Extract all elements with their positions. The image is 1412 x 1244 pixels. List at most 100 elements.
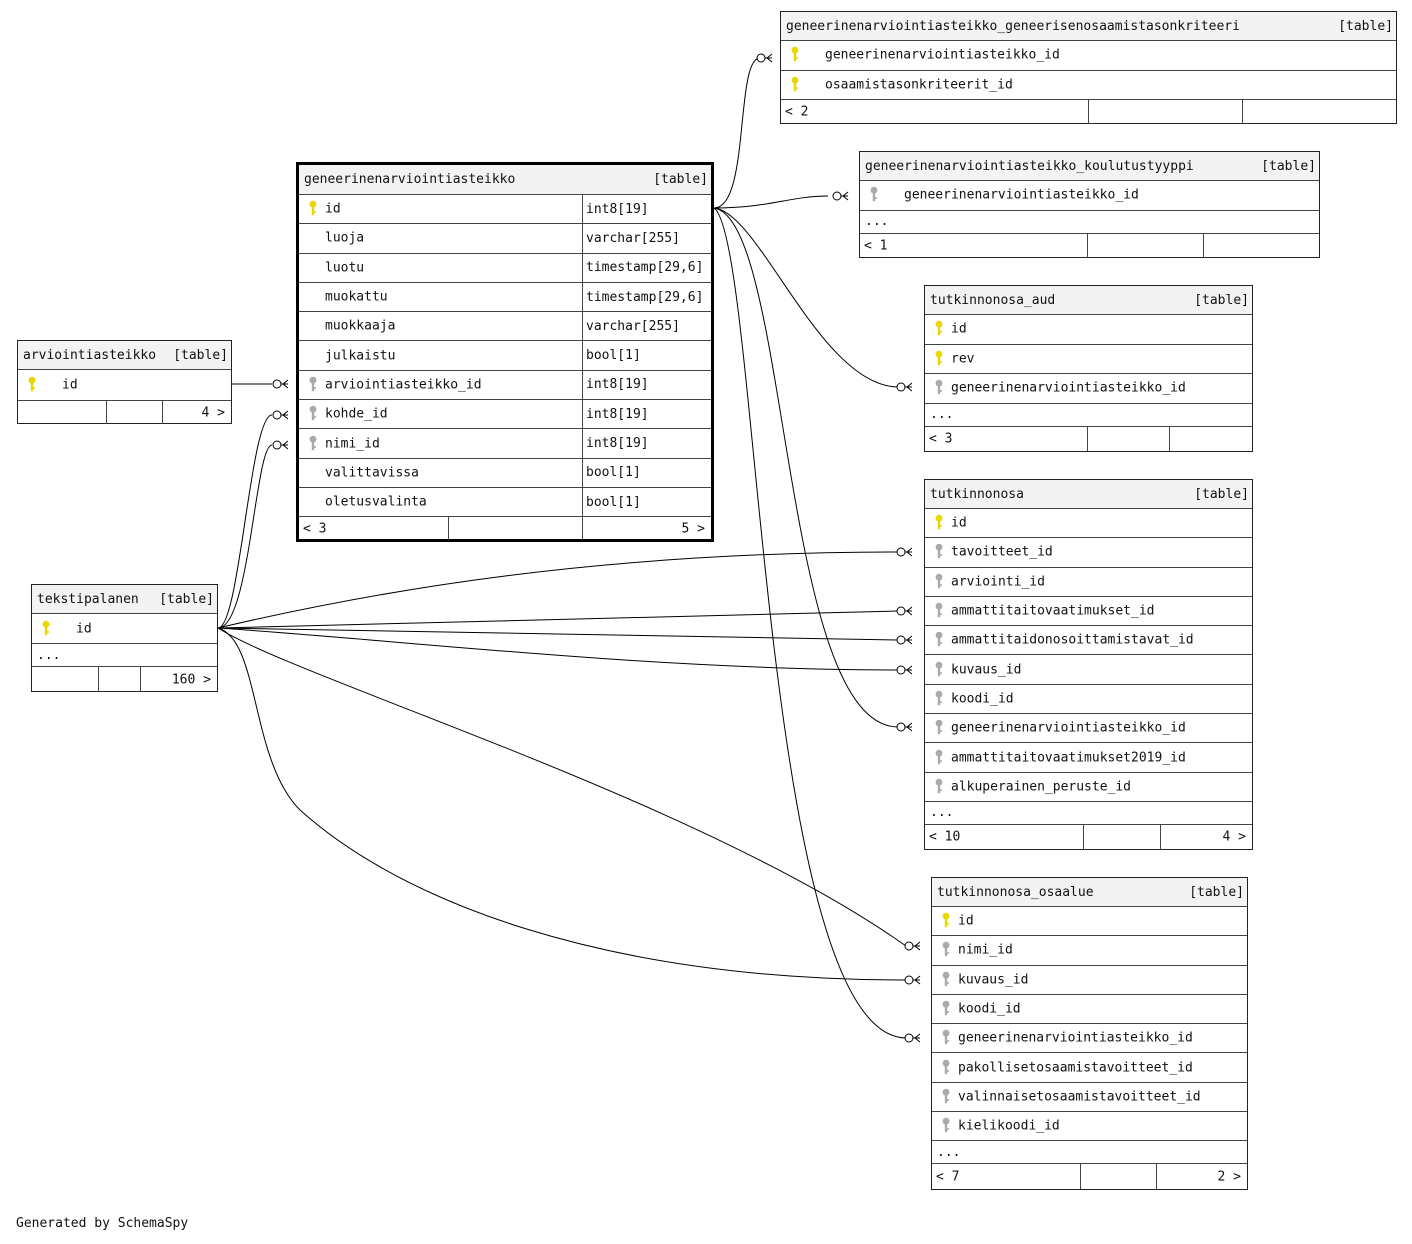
column-row[interactable]: geneerinenarviointiasteikko_id xyxy=(781,41,1396,71)
parent-count-link[interactable]: < 7 xyxy=(936,1169,960,1185)
relationship-line xyxy=(713,207,899,728)
more-columns-ellipsis[interactable]: ... xyxy=(925,404,1252,427)
column-row[interactable]: nimi_id xyxy=(932,936,1247,966)
primary-key-icon xyxy=(790,46,800,62)
table-footer: < 2 xyxy=(781,100,1396,124)
table-header[interactable]: geneerinenarviointiasteikko_geneerisenos… xyxy=(781,12,1396,41)
footer-divider xyxy=(1080,1164,1081,1190)
foreign-key-icon xyxy=(934,719,944,735)
more-columns-ellipsis[interactable]: ... xyxy=(925,802,1252,825)
column-row[interactable]: id xyxy=(932,907,1247,937)
column-row[interactable]: kielikoodi_id xyxy=(932,1112,1247,1142)
table-arviointiasteikko[interactable]: arviointiasteikko[table]id 4 > xyxy=(17,340,232,424)
column-name: valittavissa xyxy=(325,465,419,481)
child-count-link[interactable]: 4 > xyxy=(201,405,225,420)
relationship-line xyxy=(217,444,273,629)
child-count-link[interactable]: 4 > xyxy=(1222,829,1246,845)
more-columns-ellipsis[interactable]: ... xyxy=(932,1141,1247,1165)
column-row[interactable]: id xyxy=(18,370,231,401)
table-header[interactable]: geneerinenarviointiasteikko[table] xyxy=(299,165,711,195)
footer-divider xyxy=(1242,100,1243,124)
column-row[interactable]: pakollisetosaamistavoitteet_id xyxy=(932,1053,1247,1083)
column-name: ammattitaitovaatimukset_id xyxy=(951,603,1155,619)
primary-key-icon xyxy=(941,912,951,928)
parent-count-link[interactable]: < 10 xyxy=(929,829,961,845)
table-header[interactable]: arviointiasteikko[table] xyxy=(18,341,231,370)
footer-divider xyxy=(98,667,99,692)
column-row[interactable]: ammattitaidonosoittamistavat_id xyxy=(925,626,1252,656)
column-row[interactable]: koodi_id xyxy=(932,995,1247,1025)
more-columns-ellipsis[interactable]: ... xyxy=(32,644,217,667)
column-name: arviointiasteikko_id xyxy=(325,377,482,393)
foreign-key-icon xyxy=(941,942,951,958)
column-row[interactable]: ammattitaitovaatimukset2019_id xyxy=(925,743,1252,773)
table-footer: < 7 2 > xyxy=(932,1164,1247,1190)
column-name: alkuperainen_peruste_id xyxy=(951,779,1132,795)
foreign-key-icon xyxy=(941,1117,951,1133)
parent-count-link[interactable]: < 1 xyxy=(864,238,888,253)
child-count-link[interactable]: 160 > xyxy=(171,672,211,687)
foreign-key-icon xyxy=(941,1059,951,1075)
column-row[interactable]: id xyxy=(925,315,1252,345)
column-row[interactable]: kuvaus_id xyxy=(925,655,1252,685)
column-row[interactable]: osaamistasonkriteerit_id xyxy=(781,71,1396,100)
footer-divider xyxy=(448,517,449,541)
table-type-tag: [table] xyxy=(1261,158,1316,174)
column-row[interactable]: geneerinenarviointiasteikko_id xyxy=(932,1024,1247,1054)
column-row[interactable]: geneerinenarviointiasteikko_id xyxy=(925,374,1252,404)
table-header[interactable]: geneerinenarviointiasteikko_koulutustyyp… xyxy=(860,152,1319,181)
table-geneerinenarviointiasteikko-geneerisenosaamistasonkriteeri[interactable]: geneerinenarviointiasteikko_geneerisenos… xyxy=(780,11,1397,124)
column-row[interactable]: alkuperainen_peruste_id xyxy=(925,773,1252,802)
table-tekstipalanen[interactable]: tekstipalanen[table]id... 160 > xyxy=(31,584,218,692)
column-row[interactable]: koodi_id xyxy=(925,685,1252,715)
column-type: varchar[255] xyxy=(582,224,711,253)
column-row[interactable]: arviointi_id xyxy=(925,568,1252,597)
column-row[interactable]: tavoitteet_id xyxy=(925,538,1252,568)
column-name: osaamistasonkriteerit_id xyxy=(825,77,1013,93)
crows-foot-endpoint xyxy=(272,410,289,420)
foreign-key-icon xyxy=(934,573,944,589)
table-header[interactable]: tutkinnonosa_osaalue[table] xyxy=(932,878,1247,907)
child-count-link[interactable]: 2 > xyxy=(1217,1169,1241,1185)
foreign-key-icon xyxy=(308,405,318,421)
table-header[interactable]: tekstipalanen[table] xyxy=(32,585,217,614)
table-geneerinenarviointiasteikko-koulutustyyppi[interactable]: geneerinenarviointiasteikko_koulutustyyp… xyxy=(859,151,1320,258)
primary-key-icon xyxy=(934,350,944,366)
column-name: ammattitaidonosoittamistavat_id xyxy=(951,632,1194,648)
column-row[interactable]: ammattitaitovaatimukset_id xyxy=(925,597,1252,627)
parent-count-link[interactable]: < 3 xyxy=(929,431,953,446)
column-row[interactable]: geneerinenarviointiasteikko_id xyxy=(860,181,1319,211)
column-row[interactable]: valinnaisetosaamistavoitteet_id xyxy=(932,1083,1247,1113)
column-row[interactable]: kuvaus_id xyxy=(932,966,1247,995)
table-type-tag: [table] xyxy=(1189,884,1244,900)
table-header[interactable]: tutkinnonosa[table] xyxy=(925,480,1252,509)
column-row[interactable]: geneerinenarviointiasteikko_id xyxy=(925,714,1252,744)
more-columns-ellipsis[interactable]: ... xyxy=(860,211,1319,234)
crows-foot-endpoint xyxy=(272,379,289,389)
table-header[interactable]: tutkinnonosa_aud[table] xyxy=(925,286,1252,315)
column-row[interactable]: id xyxy=(925,509,1252,539)
column-name: id xyxy=(325,201,341,217)
parent-count-link[interactable]: < 3 xyxy=(303,521,327,537)
relationship-line xyxy=(217,627,907,947)
column-row[interactable]: id xyxy=(32,614,217,644)
table-type-tag: [table] xyxy=(159,591,214,607)
child-count-link[interactable]: 5 > xyxy=(681,521,705,537)
column-row[interactable]: rev xyxy=(925,345,1252,374)
parent-count-link[interactable]: < 2 xyxy=(785,104,809,120)
